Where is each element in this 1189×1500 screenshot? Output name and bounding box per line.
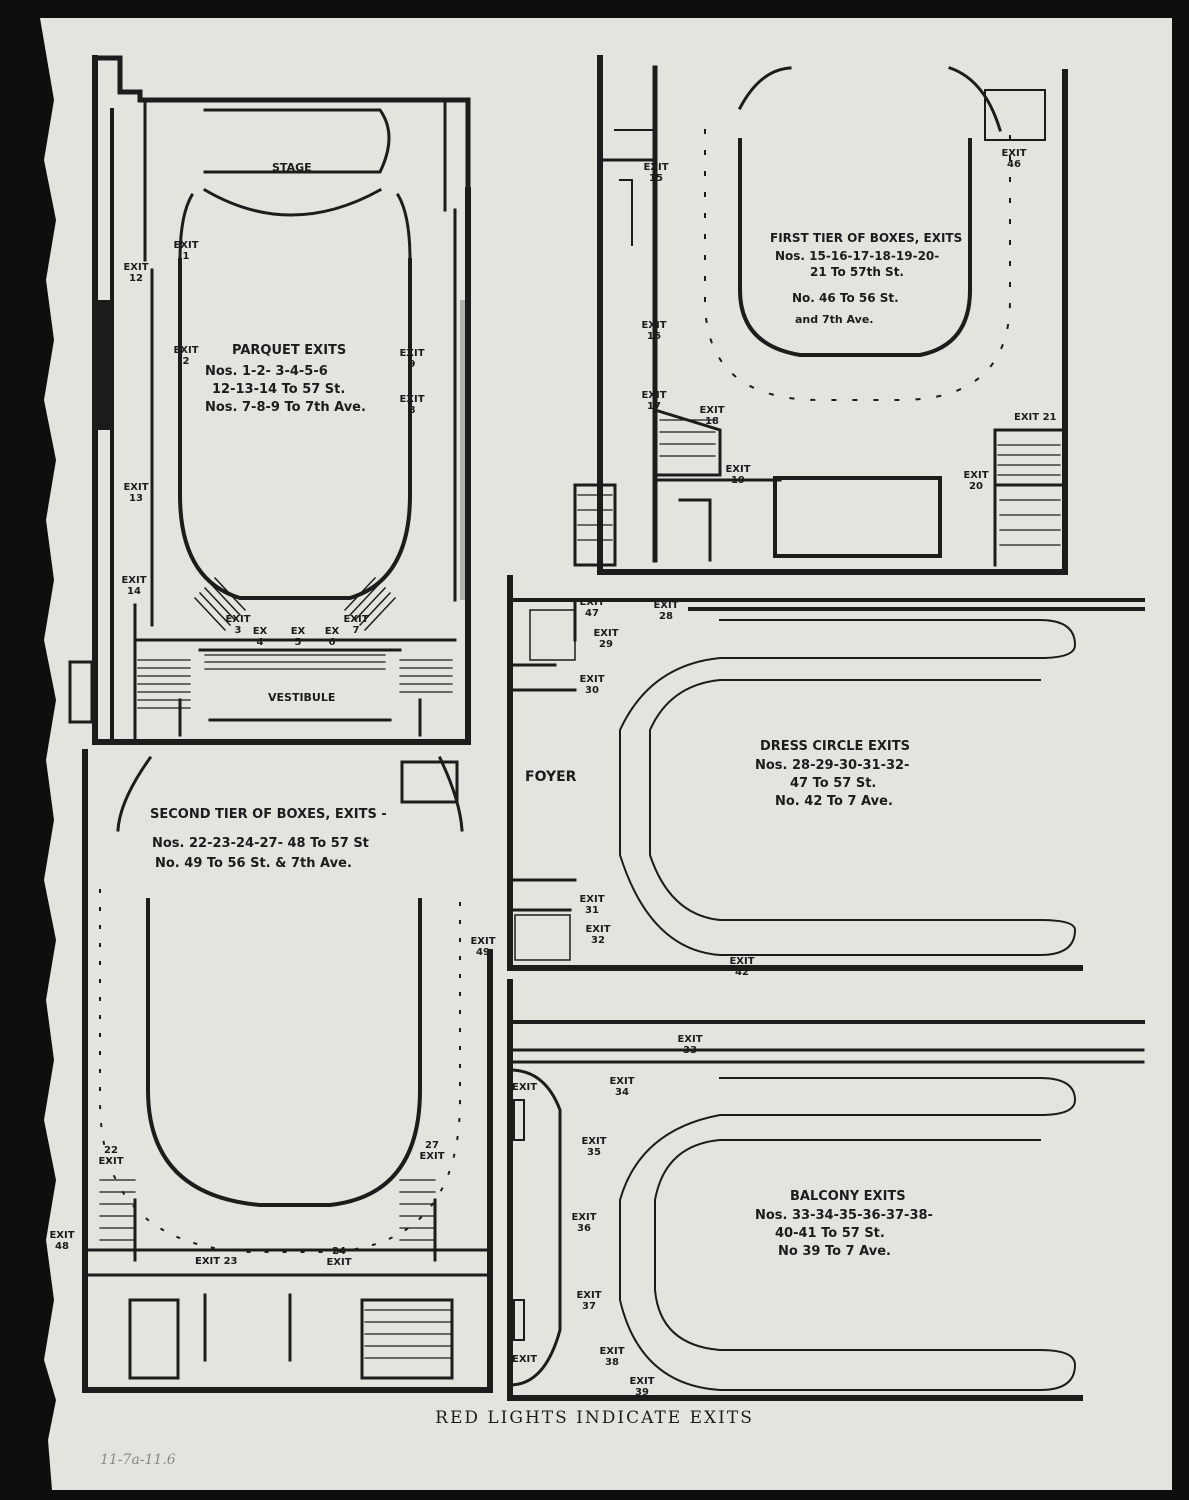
exit-36-label: EXIT 36	[571, 1212, 597, 1234]
exit-27-label: 27 EXIT	[419, 1140, 445, 1162]
exit-15-label: EXIT 15	[643, 162, 669, 184]
exit-21-label: EXIT 21	[1014, 412, 1057, 423]
exit-40-label: EXIT	[512, 1082, 538, 1093]
first-tier-plan	[573, 55, 1068, 575]
foyer-label: FOYER	[525, 769, 577, 785]
exit-35-label: EXIT 35	[581, 1136, 607, 1158]
exit-6-label: EX 6	[324, 626, 340, 648]
balcony-line-1: Nos. 33-34-35-36-37-38-	[755, 1208, 933, 1223]
first-tier-line-2: 21 To 57th St.	[810, 265, 904, 279]
second-tier-plan	[82, 749, 493, 1393]
dress-circle-plan	[507, 575, 1145, 971]
exit-3-label: EXIT 3	[225, 614, 251, 636]
balcony-plan	[507, 979, 1145, 1401]
second-tier-line-2: No. 49 To 56 St. & 7th Ave.	[155, 856, 352, 871]
dress-circle-line-3: No. 42 To 7 Ave.	[775, 794, 893, 809]
exit-14-label: EXIT 14	[121, 575, 147, 597]
exit-8-label: EXIT 8	[399, 394, 425, 416]
exit-18-label: EXIT 18	[699, 405, 725, 427]
exit-22-label: 22 EXIT	[98, 1145, 124, 1167]
exit-37-label: EXIT 37	[576, 1290, 602, 1312]
exit-29-label: EXIT 29	[593, 628, 619, 650]
exit-39-label: EXIT 39	[629, 1376, 655, 1398]
first-tier-title: FIRST TIER OF BOXES, EXITS	[770, 231, 963, 245]
exit-4-label: EX 4	[252, 626, 268, 648]
parquet-line-2: 12-13-14 To 57 St.	[212, 382, 346, 397]
exit-1-label: EXIT 1	[173, 240, 199, 262]
exit-28-label: EXIT 28	[653, 600, 679, 622]
exit-47-label: EXIT 47	[579, 597, 605, 619]
exit-5-label: EX 5	[290, 626, 306, 648]
second-tier-line-1: Nos. 22-23-24-27- 48 To 57 St	[152, 836, 369, 851]
balcony-line-2: 40-41 To 57 St.	[775, 1226, 885, 1241]
first-tier-line-3: No. 46 To 56 St.	[792, 291, 899, 305]
balcony-title: BALCONY EXITS	[790, 1189, 906, 1204]
parquet-plan	[68, 55, 471, 745]
caption: RED LIGHTS INDICATE EXITS	[435, 1408, 754, 1428]
exit-48-label: EXIT 48	[49, 1230, 75, 1252]
exit-13-label: EXIT 13	[123, 482, 149, 504]
exit-33-label: EXIT 33	[677, 1034, 703, 1056]
exit-20-label: EXIT 20	[963, 470, 989, 492]
first-tier-line-1: Nos. 15-16-17-18-19-20-	[775, 249, 940, 263]
first-tier-line-4: and 7th Ave.	[795, 313, 874, 326]
exit-42-label: EXIT 42	[729, 956, 755, 978]
exit-19-label: EXIT 19	[725, 464, 751, 486]
exit-41-label: EXIT	[512, 1354, 538, 1365]
exit-23-label: EXIT 23	[195, 1256, 238, 1267]
exit-34-label: EXIT 34	[609, 1076, 635, 1098]
balcony-line-3: No 39 To 7 Ave.	[778, 1244, 891, 1259]
exit-7-label: EXIT 7	[343, 614, 369, 636]
exit-12-label: EXIT 12	[123, 262, 149, 284]
dress-circle-line-1: Nos. 28-29-30-31-32-	[755, 758, 910, 773]
dress-circle-line-2: 47 To 57 St.	[790, 776, 877, 791]
dress-circle-title: DRESS CIRCLE EXITS	[760, 739, 910, 754]
exit-32-label: EXIT 32	[585, 924, 611, 946]
paper	[40, 18, 1172, 1490]
exit-9-label: EXIT 9	[399, 348, 425, 370]
parquet-line-3: Nos. 7-8-9 To 7th Ave.	[205, 400, 366, 415]
exit-46-label: EXIT 46	[1001, 148, 1027, 170]
exit-31-label: EXIT 31	[579, 894, 605, 916]
exit-38-label: EXIT 38	[599, 1346, 625, 1368]
stage-label: STAGE	[272, 161, 312, 174]
exit-2-label: EXIT 2	[173, 345, 199, 367]
parquet-title: PARQUET EXITS	[232, 343, 347, 358]
parquet-line-1: Nos. 1-2- 3-4-5-6	[205, 364, 328, 379]
exit-49-label: EXIT 49	[470, 936, 496, 958]
exit-17-label: EXIT 17	[641, 390, 667, 412]
exit-30-label: EXIT 30	[579, 674, 605, 696]
pencil-note: 11-7a-11.6	[100, 1452, 176, 1468]
exit-16-label: EXIT 16	[641, 320, 667, 342]
vestibule-label: VESTIBULE	[268, 691, 336, 704]
exit-24-label: 24 EXIT	[326, 1246, 352, 1268]
second-tier-title: SECOND TIER OF BOXES, EXITS -	[150, 807, 387, 822]
